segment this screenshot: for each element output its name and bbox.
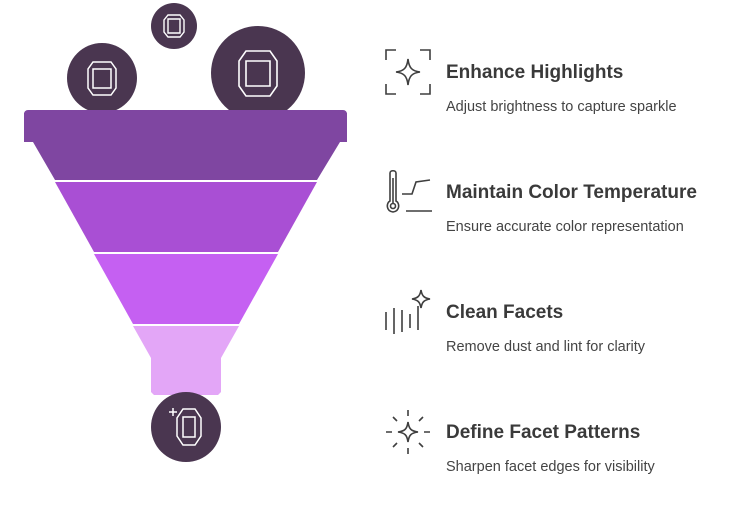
sparkling-gem-icon [169, 408, 202, 446]
gem-circle-left [67, 43, 137, 113]
step-description: Adjust brightness to capture sparkle [446, 99, 677, 115]
gem-icon [163, 14, 185, 38]
funnel-diagram [24, 3, 347, 462]
gem-circle-output [151, 392, 221, 462]
funnel [24, 110, 347, 395]
step-maintain-color-temperature: Maintain Color Temperature Ensure accura… [384, 168, 724, 238]
thermometer-icon [386, 169, 432, 213]
step-title: Enhance Highlights [446, 62, 624, 83]
step-define-facet-patterns: Define Facet Patterns Sharpen facet edge… [384, 408, 724, 478]
step-description: Remove dust and lint for clarity [446, 339, 646, 355]
step-description: Ensure accurate color representation [446, 219, 684, 235]
gem-circle-large [211, 26, 305, 120]
step-description: Sharpen facet edges for visibility [446, 459, 655, 475]
step-title: Define Facet Patterns [446, 422, 641, 443]
step-title: Maintain Color Temperature [446, 182, 697, 203]
step-title: Clean Facets [446, 302, 564, 323]
gem-circle-small [151, 3, 197, 49]
funnel-band-3 [94, 254, 278, 324]
clean-lines-icon [385, 289, 431, 334]
focus-sparkle-icon [385, 49, 431, 95]
funnel-band-4 [133, 326, 239, 395]
funnel-band-1 [24, 113, 347, 180]
sparkle-burst-icon [386, 410, 430, 454]
step-clean-facets: Clean Facets Remove dust and lint for cl… [384, 288, 724, 358]
funnel-band-2 [55, 182, 317, 252]
step-enhance-highlights: Enhance Highlights Adjust brightness to … [384, 48, 724, 118]
gem-icon [87, 61, 117, 96]
gem-icon [238, 50, 278, 97]
